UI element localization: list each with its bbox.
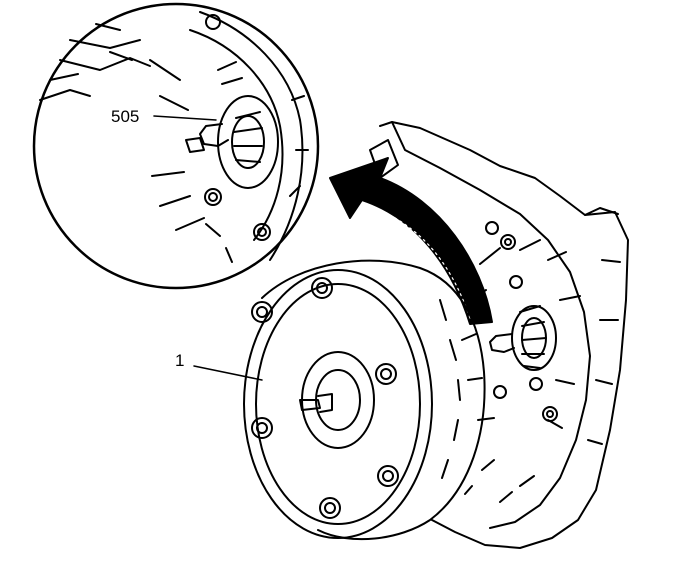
callout-1: 1 <box>175 351 185 370</box>
detail-magnifier <box>32 2 320 290</box>
install-direction-arrow <box>329 157 493 325</box>
transmission-housing <box>369 121 629 549</box>
leader-line-1 <box>193 365 263 381</box>
callout-505: 505 <box>111 107 140 126</box>
torque-converter <box>243 259 486 541</box>
